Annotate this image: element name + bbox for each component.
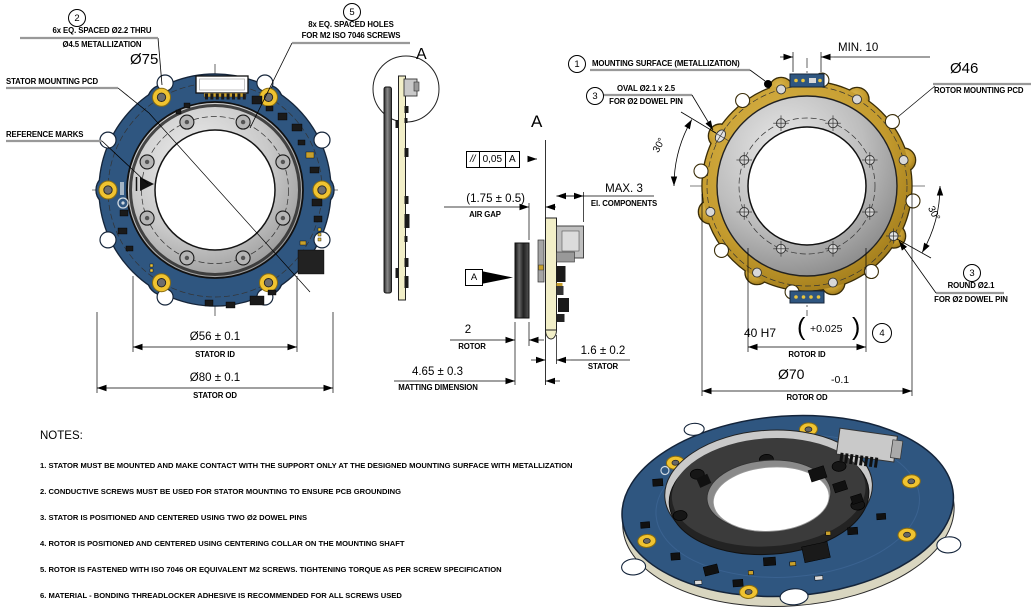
rotor-od-value: Ø70 [778, 366, 805, 382]
stator-od-label: STATOR OD [193, 391, 237, 400]
air-gap-label: AIR GAP [469, 210, 501, 219]
balloon-5: 5 [343, 3, 361, 21]
stator-front-view [6, 36, 410, 393]
mounting-surface-dot [764, 80, 772, 88]
balloon-2: 2 [68, 9, 86, 27]
stator-od-value: Ø80 ± 0.1 [189, 372, 241, 384]
rotor-id-label: ROTOR ID [788, 350, 826, 359]
rotor-thickness-label: ROTOR [458, 342, 486, 351]
fcf-datum: A [505, 152, 519, 167]
iso-connector [835, 427, 904, 468]
stator-thickness-label: STATOR [587, 362, 619, 371]
parallelism-fcf: // 0,05 A [466, 151, 520, 168]
balloon-3-oval: 3 [586, 87, 604, 105]
notes-heading: NOTES: [40, 430, 83, 442]
brand-logo [117, 182, 129, 209]
reference-mark [135, 177, 154, 191]
rotor-od-tolerance: -0.1 [831, 374, 850, 386]
oval-dowel-line1: OVAL Ø2.1 x 2.5 [616, 84, 676, 93]
rotor-front-view [590, 52, 1031, 396]
iso-mounting-pads [637, 422, 921, 599]
reference-marks-label: REFERENCE MARKS [6, 130, 84, 139]
rotor-thickness-value: 2 [464, 324, 472, 336]
round-dowel-line2: FOR Ø2 DOWEL PIN [934, 295, 1008, 304]
matting-label: MATTING DIMENSION [398, 383, 478, 392]
note-1: 1. STATOR MUST BE MOUNTED AND MAKE CONTA… [40, 461, 573, 470]
datum-a-flag: A [465, 269, 483, 286]
rotor-id-paren-close: ) [852, 313, 861, 341]
balloon-3-round: 3 [963, 264, 981, 282]
side-view [372, 55, 440, 301]
oval-dowel-line2: FOR Ø2 DOWEL PIN [609, 97, 683, 106]
stator-components [117, 95, 325, 309]
note-5: 5. ROTOR IS FASTENED WITH ISO 7046 OR EQ… [40, 565, 502, 574]
rotor-id-value: 40 H7 [744, 326, 777, 340]
fcf-symbol: // [470, 154, 476, 165]
matting-value: 4.65 ± 0.3 [411, 366, 464, 378]
section-view [394, 140, 654, 385]
stator-ring-screws [139, 114, 291, 266]
note-2: 2. CONDUCTIVE SCREWS MUST BE USED FOR ST… [40, 487, 402, 496]
balloon-4: 4 [872, 323, 892, 343]
round-dowel-line1: ROUND Ø2.1 [947, 281, 995, 290]
air-gap-value: (1.75 ± 0.5) [466, 193, 525, 205]
callout5-line2: FOR M2 ISO 7046 SCREWS [301, 31, 401, 40]
dowel-holes [711, 127, 901, 244]
mounting-surface-label: MOUNTING SURFACE (METALLIZATION) [592, 59, 740, 68]
detail-a-label: A [416, 46, 427, 63]
rotor-id-tolerance: +0.025 [810, 323, 843, 335]
rotor-pcd-label: ROTOR MOUNTING PCD [934, 86, 1024, 95]
stator-id-value: Ø56 ± 0.1 [189, 331, 241, 343]
iso-components [640, 465, 887, 588]
max-components-label: El. COMPONENTS [590, 199, 658, 208]
note-4: 4. ROTOR IS POSITIONED AND CENTERED USIN… [40, 539, 405, 548]
rotor-od-label: ROTOR OD [786, 393, 828, 402]
stator-connector [195, 75, 249, 100]
metallization-areas [789, 73, 825, 304]
callout2-line1: 6x EQ. SPACED Ø2.2 THRU [52, 26, 152, 35]
rotor-pcd-value: Ø46 [950, 60, 979, 77]
fcf-value: 0,05 [478, 152, 505, 167]
min-10-value: MIN. 10 [838, 42, 879, 54]
rotor-id-paren-open: ( [797, 313, 806, 341]
note-6: 6. MATERIAL - BONDING THREADLOCKER ADHES… [40, 591, 402, 600]
balloon-1: 1 [568, 55, 586, 73]
stator-id-label: STATOR ID [195, 350, 235, 359]
callout5-line1: 8x EQ. SPACED HOLES [308, 20, 394, 29]
note-3: 3. STATOR IS POSITIONED AND CENTERED USI… [40, 513, 308, 522]
callout2-line2: Ø4.5 METALLIZATION [62, 40, 142, 49]
stator-pcd-value: Ø75 [130, 51, 159, 68]
stator-pcd-label: STATOR MOUNTING PCD [6, 77, 99, 86]
isometric-view [621, 414, 962, 608]
iso-brand-logo [660, 465, 670, 476]
stator-thickness-value: 1.6 ± 0.2 [580, 345, 626, 357]
section-a-title: A [531, 112, 543, 131]
max-components-value: MAX. 3 [605, 183, 643, 195]
rotor-rim-screws [705, 84, 909, 288]
